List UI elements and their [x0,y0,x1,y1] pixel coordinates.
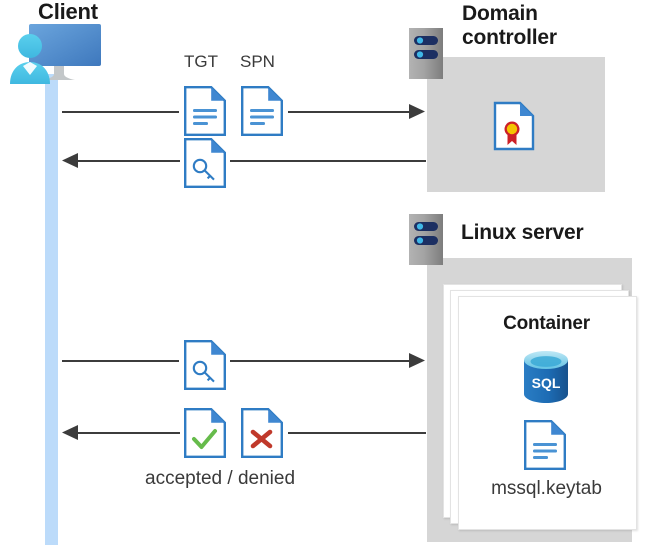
page-title-client: Client [38,0,98,24]
label-tgt: TGT [184,52,218,71]
server-rack-icon [409,28,443,79]
flow3-line-left [62,360,179,362]
document-lines-icon [524,420,566,470]
flow2-arrowhead-left [62,153,78,168]
client-lifeline [45,74,58,545]
flow2-line-left [76,160,180,162]
flow4-line-right [288,432,426,434]
document-certificate-icon [493,101,535,151]
sql-database-icon: SQL [522,350,570,404]
keytab-label: mssql.keytab [491,478,602,499]
document-cross-icon [241,408,283,458]
svg-text:SQL: SQL [532,375,561,391]
result-label: accepted / denied [145,468,296,489]
label-spn: SPN [240,52,275,71]
page-title-linux-server: Linux server [461,221,584,244]
flow4-line-left [76,432,180,434]
flow1-line-right [288,111,413,113]
flow3-arrowhead-right [409,353,425,368]
container-card-front[interactable] [458,296,637,530]
flow1-arrowhead-right [409,104,425,119]
page-title-container: Container [503,313,590,334]
document-key-icon [184,138,226,188]
flow3-line-right [230,360,413,362]
flow1-line-left [62,111,179,113]
document-lines-icon [184,86,226,136]
page-title-domain-controller: Domain controller [462,2,557,49]
flow2-line-right [230,160,426,162]
dc-title-line1: Domain [462,2,538,25]
document-lines-icon [241,86,283,136]
dc-title-line2: controller [462,25,557,49]
server-rack-icon [409,214,443,265]
client-workstation-icon [8,22,108,84]
flow4-arrowhead-left [62,425,78,440]
document-key-icon [184,340,226,390]
document-check-icon [184,408,226,458]
